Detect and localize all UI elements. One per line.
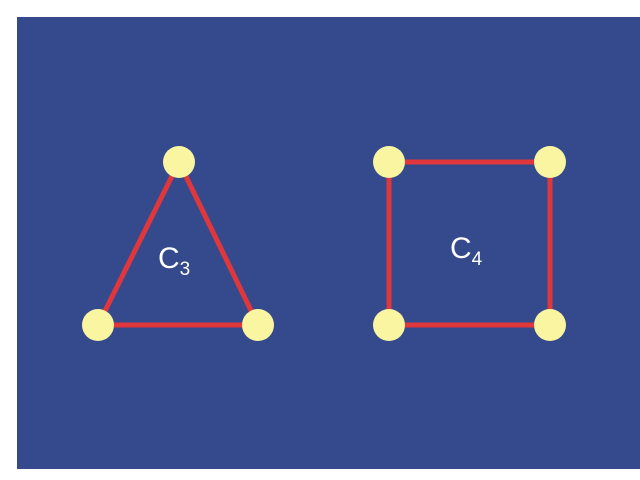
c4-label-main: C <box>450 232 472 265</box>
c4-vertex-top-left <box>373 146 405 178</box>
c4-label: C4 <box>450 232 483 270</box>
c3-label-main: C <box>158 242 180 275</box>
c4-vertex-bottom-left <box>373 309 405 341</box>
graph-c4: C4 <box>373 146 566 341</box>
diagram-background-panel <box>17 17 640 469</box>
c3-vertex-bottom-left <box>82 309 114 341</box>
c3-vertex-bottom-right <box>242 309 274 341</box>
c4-label-subscript: 4 <box>472 249 483 270</box>
c3-label: C3 <box>158 242 190 280</box>
c4-vertex-bottom-right <box>534 309 566 341</box>
graph-c3: C3 <box>82 146 274 341</box>
c3-vertex-top <box>163 146 195 178</box>
c3-edge-top-left <box>95 159 182 328</box>
c3-edge-top-right <box>176 159 261 328</box>
c4-vertex-top-right <box>534 146 566 178</box>
c3-label-subscript: 3 <box>180 259 191 280</box>
